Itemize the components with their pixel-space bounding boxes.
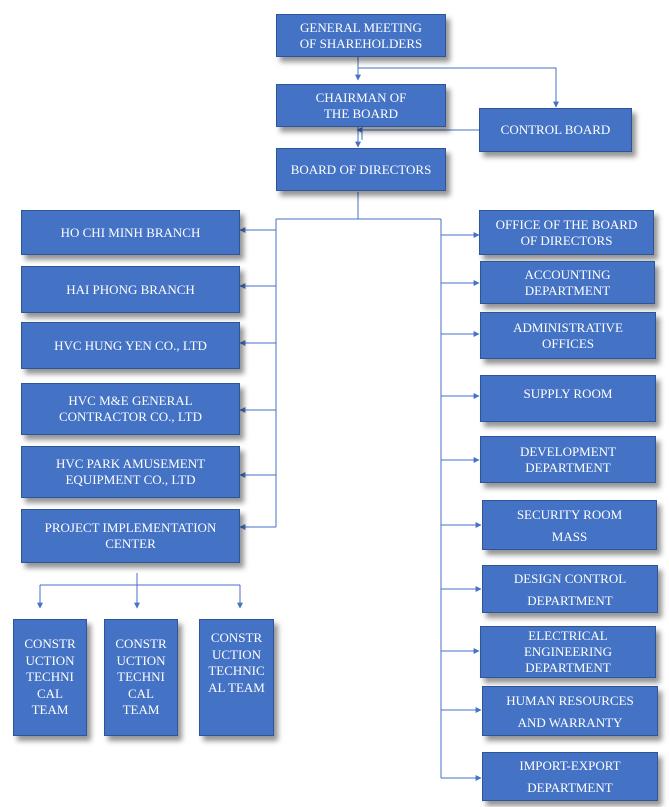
dept-design-control-box[interactable]: DESIGN CONTROL DEPARTMENT [482, 565, 658, 613]
branch-hvc-hung-yen-box[interactable]: HVC HUNG YEN CO., LTD [21, 322, 240, 369]
dept-development-box[interactable]: DEVELOPMENT DEPARTMENT [480, 436, 656, 483]
branch-ho-chi-minh-box[interactable]: HO CHI MINH BRANCH [21, 210, 240, 255]
branch-hai-phong-box[interactable]: HAI PHONG BRANCH [21, 266, 240, 313]
construction-technical-team-3-box[interactable]: CONSTR UCTION TECHNIC AL TEAM [199, 619, 274, 736]
branch-hvc-me-contractor-box[interactable]: HVC M&E GENERAL CONTRACTOR CO., LTD [21, 383, 240, 435]
board-of-directors-box[interactable]: BOARD OF DIRECTORS [276, 148, 446, 191]
general-meeting-of-shareholders-box[interactable]: GENERAL MEETING OF SHAREHOLDERS [276, 14, 446, 57]
link-gms-control [358, 67, 559, 108]
dept-human-resources-warranty-box[interactable]: HUMAN RESOURCES AND WARRANTY [482, 686, 658, 736]
dept-security-room-mass-box[interactable]: SECURITY ROOM MASS [482, 500, 657, 550]
link-control-chairman [361, 129, 479, 140]
construction-technical-team-2-box[interactable]: CONSTR UCTION TECHNI CAL TEAM [104, 619, 178, 736]
dept-electrical-engineering-box[interactable]: ELECTRICAL ENGINEERING DEPARTMENT [480, 626, 656, 678]
dept-accounting-box[interactable]: ACCOUNTING DEPARTMENT [480, 261, 655, 304]
dept-administrative-offices-box[interactable]: ADMINISTRATIVE OFFICES [480, 312, 656, 359]
control-board-box[interactable]: CONTROL BOARD [479, 108, 632, 152]
chairman-of-the-board-box[interactable]: CHAIRMAN OF THE BOARD [276, 84, 446, 127]
dept-office-of-board-box[interactable]: OFFICE OF THE BOARD OF DIRECTORS [479, 210, 654, 255]
branch-hvc-park-amusement-box[interactable]: HVC PARK AMUSEMENT EQUIPMENT CO., LTD [21, 446, 240, 498]
dept-import-export-box[interactable]: IMPORT-EXPORT DEPARTMENT [482, 752, 658, 801]
dept-supply-room-box[interactable]: SUPPLY ROOM [480, 375, 656, 422]
project-implementation-center-box[interactable]: PROJECT IMPLEMENTATION CENTER [21, 509, 240, 563]
construction-technical-team-1-box[interactable]: CONSTR UCTION TECHNI CAL TEAM [13, 619, 87, 736]
